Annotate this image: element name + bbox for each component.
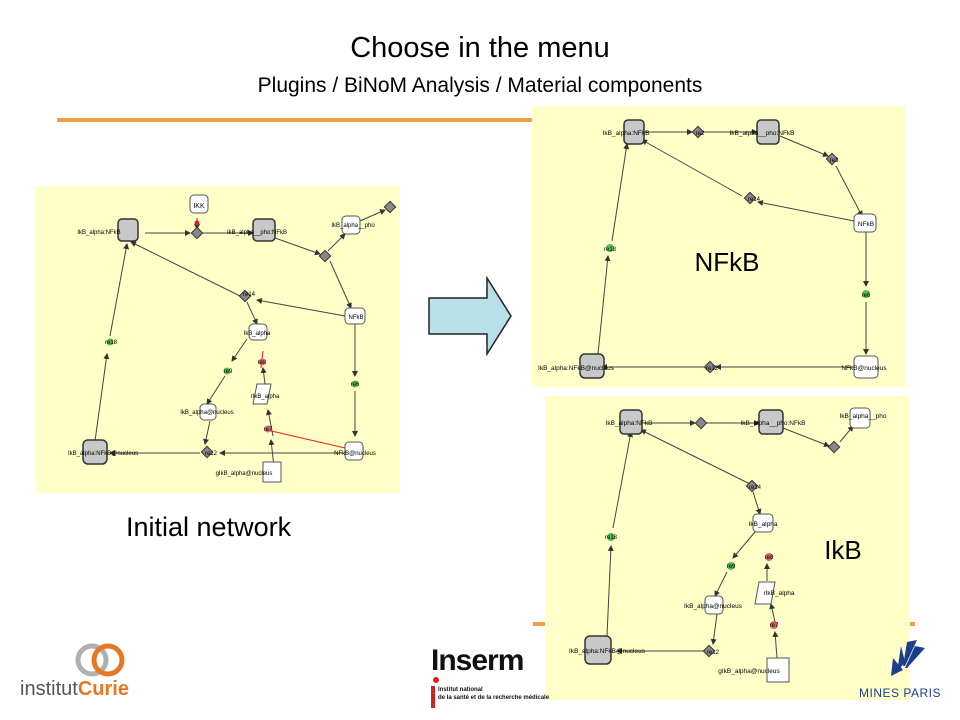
initial-network-panel: IKK IkB_alpha:NFkB IkB_alpha__pho:NFkB I… [35,186,400,493]
nfkb-component-label: NFkB [695,247,760,277]
curie-rings-icon [75,643,125,677]
ikb-node-ikb-nfkb-nucleus: IkB_alpha:NFkB@nucleus [569,648,646,655]
ikb-node-rikb-alpha: rIkB_alpha [763,590,794,597]
ikb-node-re8: re8 [765,555,774,561]
curie-name: Curie [77,678,129,700]
nfkb-node-re12: re12 [706,366,719,372]
node-nfkb: NFkB [349,315,364,321]
ikb-node-re12: re12 [707,650,720,656]
ikb-component-label: IkB [824,535,862,565]
ikb-component-panel: IkB_alpha:NFkB IkB_alpha__pho:NFkB IkB_a… [545,396,910,700]
initial-network-diagram: IKK IkB_alpha:NFkB IkB_alpha__pho:NFkB I… [68,194,397,483]
bottom-divider-right [910,622,915,626]
nfkb-node-re6: re6 [862,293,871,299]
top-divider [57,118,532,122]
node-ikb-pho: IkB_alpha__pho [331,223,375,229]
mines-paris-logo: MINES PARIS [845,636,955,710]
curie-prefix: institut [20,678,78,700]
ikb-node-gikb-nucleus: gIkB_alpha@nucleus [718,668,780,675]
node-re7: re7 [264,427,273,433]
ikb-node-ikb-pho: IkB_alpha__pho [840,413,887,420]
ikb-node-ikb-nucleus: IkB_alpha@nucleus [684,603,743,610]
nfkb-node-re3: re3 [830,158,839,164]
initial-network-label: Initial network [126,512,292,542]
node-ikb-alpha: IkB_alpha [244,331,271,337]
ikb-node-re14: re14 [749,485,762,491]
slide-subtitle: Plugins / BiNoM Analysis / Material comp… [257,74,703,97]
node-re14: re14 [243,292,256,298]
node-re6: re6 [351,382,360,388]
mines-wordmark: MINES PARIS [859,686,941,700]
nfkb-node-nfkb-nucleus: NFkB@nucleus [841,365,887,372]
node-rikb-alpha: rIkB_alpha [251,394,280,400]
node-re12: re12 [205,451,218,457]
node-re18: re18 [105,340,118,346]
ikb-node-re9: re9 [727,564,736,570]
nfkb-component-panel: IkB_alpha:NFkB IkB_alpha__pho:NFkB NFkB … [532,106,905,387]
nfkb-node-ikb-nfkb-nucleus: IkB_alpha:NFkB@nucleus [538,365,615,372]
nfkb-component-diagram: IkB_alpha:NFkB IkB_alpha__pho:NFkB NFkB … [538,119,887,379]
ikb-node-ikb-nfkb: IkB_alpha:NFkB [606,420,653,427]
node-nfkb-nucleus: NFkB@nucleus [334,451,376,457]
institut-curie-logo: institutCurie [20,638,140,708]
inserm-line1: Institut national [438,687,483,693]
ikb-node-re7: re7 [770,623,779,629]
nfkb-node-re14: re14 [748,197,761,203]
inserm-dot-icon [433,677,439,683]
nfkb-node-nfkb: NFkB [858,221,874,228]
ikb-node-ikb-pho-nfkb: IkB_alpha__pho:NFkB [740,420,805,427]
mines-emblem-icon [891,640,925,676]
bottom-divider-left [533,622,545,626]
node-ikk: IKK [193,203,205,210]
node-ikb-nfkb: IkB_alpha:NFkB [77,230,120,236]
inserm-logo: Inserm Institut national de la santé et … [431,644,550,710]
node-ikb-nfkb-nucleus: IkB_alpha:NFkB@nucleus [68,451,138,457]
nfkb-node-re2: re2 [696,131,705,137]
nfkb-node-ikb-pho-nfkb: IkB_alpha__pho:NFkB [729,130,794,137]
nfkb-node-ikb-nfkb: IkB_alpha:NFkB [603,130,650,137]
inserm-bar-icon [431,686,435,708]
ikb-node-ikb-alpha: IkB_alpha [749,521,778,528]
slide-title: Choose in the menu [350,32,610,64]
ikb-node-re18: re18 [605,535,618,541]
ikb-component-diagram: IkB_alpha:NFkB IkB_alpha__pho:NFkB IkB_a… [569,407,887,683]
inserm-wordmark: Inserm [431,644,524,677]
node-gikb-nucleus: gIkB_alpha@nucleus [216,471,273,477]
node-ikb-pho-nfkb: IkB_alpha__pho:NFkB [227,230,287,236]
node-re8: re8 [258,360,267,366]
node-re9: re9 [224,369,233,375]
nfkb-node-re18: re18 [604,247,617,253]
inserm-line2: de la santé et de la recherche médicale [438,695,550,701]
block-arrow [428,276,512,356]
node-ikb-nucleus: IkB_alpha@nucleus [180,410,233,416]
